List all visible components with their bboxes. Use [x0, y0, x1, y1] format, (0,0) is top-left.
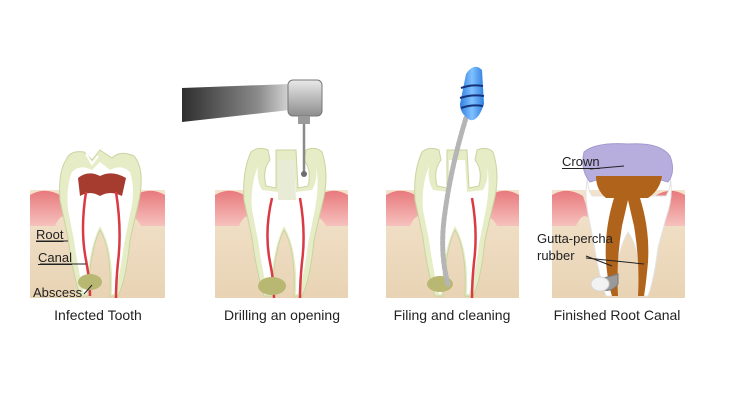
file-handle: [460, 66, 484, 121]
gutta-percha-leader: [585, 255, 613, 267]
file-handle-ring: [460, 84, 484, 89]
tooth-dentin: [422, 160, 489, 294]
crown-leader: [589, 165, 625, 170]
caption-drilling: Drilling an opening: [224, 307, 340, 323]
root-canal-right: [298, 197, 305, 299]
drill-chuck: [298, 116, 310, 124]
panel-infected-tooth: [30, 149, 165, 299]
drill-handle: [182, 84, 290, 122]
infected-pulp: [78, 173, 126, 196]
root-label: Root: [36, 227, 64, 242]
panel-drilling: [182, 79, 348, 299]
caption-finished: Finished Root Canal: [553, 307, 681, 323]
rubber-label: rubber: [537, 248, 575, 263]
crack-line: [85, 153, 99, 166]
opened-pulp-chamber: [278, 160, 296, 200]
root-canal-right: [470, 197, 477, 299]
file-handle-ring: [459, 94, 485, 99]
gutta-percha-core: [596, 176, 662, 296]
abscess: [258, 277, 286, 295]
file-shaft: [440, 115, 469, 287]
caption-filing: Filing and cleaning: [393, 307, 511, 323]
endodontic-file: [440, 66, 485, 287]
crown: [582, 143, 674, 183]
caption-infected-tooth: Infected Tooth: [54, 307, 142, 323]
panel-finished: [552, 143, 685, 298]
gutta-percha-leader: [585, 257, 645, 265]
dental-drill: [182, 79, 323, 177]
file-handle-ring: [460, 104, 484, 109]
healed-area: [590, 276, 610, 292]
root-canal-right: [114, 191, 121, 299]
abscess: [78, 274, 102, 290]
drill-bur: [301, 171, 307, 177]
drill-head: [287, 79, 323, 117]
abscess-leader: [83, 284, 93, 295]
panel-filing: [386, 66, 519, 299]
canal-label: Canal: [38, 250, 72, 265]
gutta-percha-label: Gutta-percha: [537, 231, 613, 246]
crown-label: Crown: [562, 154, 600, 169]
abscess-label: Abscess: [33, 285, 83, 300]
